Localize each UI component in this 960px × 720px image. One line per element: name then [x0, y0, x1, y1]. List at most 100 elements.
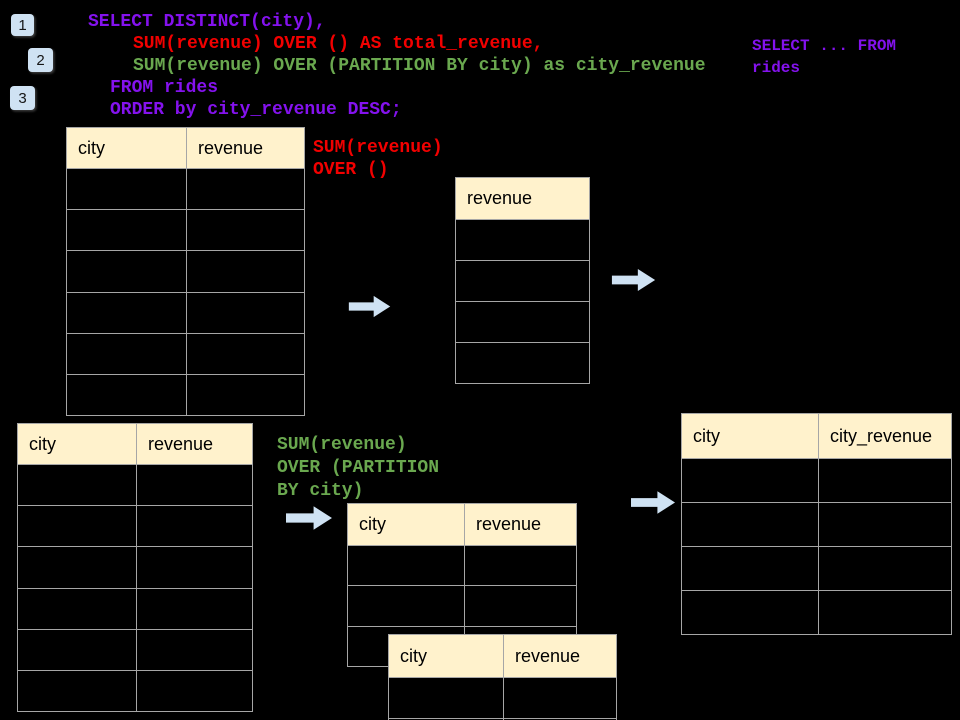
table-cell-empty	[682, 503, 818, 546]
table-row	[456, 260, 589, 301]
arrow-right-icon	[631, 491, 676, 514]
table-row	[18, 464, 252, 506]
step-badge-1: 1	[11, 14, 34, 36]
table-cell-empty	[456, 302, 589, 342]
table-cell-empty	[186, 251, 304, 292]
table-cell-empty	[186, 333, 304, 374]
table-cell-empty	[136, 547, 252, 588]
table-row	[18, 546, 252, 588]
column-header: revenue	[186, 128, 304, 168]
table-row	[456, 342, 589, 383]
table-cell-empty	[818, 547, 951, 590]
sql-line-order: ORDER by city_revenue DESC;	[110, 100, 402, 120]
column-header: revenue	[503, 635, 616, 677]
column-header: city	[359, 514, 386, 534]
partition-step-table-2: city revenue	[388, 634, 617, 720]
partition-step-table-1: city revenue	[347, 503, 577, 667]
table-cell-empty	[186, 292, 304, 333]
table-cell-empty	[18, 671, 136, 711]
table-row	[18, 669, 252, 712]
table-cell-empty	[136, 670, 252, 712]
table-cell-empty	[186, 169, 304, 210]
table-row	[67, 332, 304, 374]
table-cell-empty	[503, 678, 616, 718]
table-row	[682, 546, 951, 590]
table-row	[67, 373, 304, 416]
table-cell-empty	[348, 546, 464, 585]
table-cell-empty	[67, 293, 186, 333]
table-cell-empty	[136, 588, 252, 629]
table-cell-empty	[18, 547, 136, 587]
sql-line-city-revenue: SUM(revenue) OVER (PARTITION BY city) as…	[133, 56, 706, 76]
table-header-row: city revenue	[18, 424, 252, 464]
table-header-row: city revenue	[389, 635, 616, 677]
table-cell-empty	[67, 210, 186, 250]
table-cell-empty	[18, 589, 136, 629]
table-row	[389, 677, 616, 718]
table-cell-empty	[186, 374, 304, 416]
sql-line-from: FROM rides	[110, 78, 219, 98]
step-badge-3: 3	[10, 86, 35, 110]
column-header: city	[78, 137, 105, 158]
table-row	[67, 250, 304, 292]
table-cell-empty	[464, 546, 576, 586]
total-revenue-result-table: revenue	[455, 177, 590, 384]
table-header-row: revenue	[456, 178, 589, 219]
table-cell-empty	[67, 169, 186, 209]
table-row	[18, 628, 252, 670]
table-row	[348, 545, 576, 586]
table-cell-empty	[348, 586, 464, 625]
table-cell-empty	[456, 261, 589, 301]
city-revenue-result-table: city city_revenue	[681, 413, 952, 635]
table-row	[682, 458, 951, 502]
column-header: city	[693, 425, 720, 446]
table-row	[682, 590, 951, 634]
table-row	[67, 209, 304, 251]
arrow-right-icon	[286, 506, 332, 530]
column-header: city	[400, 645, 427, 666]
column-header: revenue	[464, 504, 576, 545]
table-row	[67, 291, 304, 333]
sum-partition-annotation: SUM(revenue) OVER (PARTITION BY city)	[277, 435, 440, 501]
table-header-row: city revenue	[348, 504, 576, 545]
arrow-right-icon	[348, 295, 391, 318]
table-cell-empty	[136, 506, 252, 547]
table-cell-empty	[67, 251, 186, 291]
table-cell-empty	[67, 375, 186, 415]
column-header: city_revenue	[818, 414, 951, 458]
table-header-row: city revenue	[67, 128, 304, 168]
table-row	[348, 585, 576, 626]
table-cell-empty	[682, 591, 818, 634]
table-cell-empty	[818, 591, 951, 634]
sum-over-annotation: SUM(revenue) OVER ()	[313, 138, 443, 180]
rides-source-table-top: city revenue	[66, 127, 305, 416]
table-cell-empty	[818, 459, 951, 502]
rides-source-table-bottom: city revenue	[17, 423, 253, 712]
step-badge-2: 2	[28, 48, 53, 72]
table-row	[18, 505, 252, 547]
table-cell-empty	[682, 547, 818, 590]
select-from-rides-note: SELECT ... FROM rides	[752, 37, 897, 77]
column-header: revenue	[467, 188, 533, 208]
table-cell-empty	[18, 630, 136, 670]
table-cell-empty	[456, 343, 589, 383]
table-cell-empty	[464, 586, 576, 626]
arrow-right-icon	[611, 268, 656, 292]
table-header-row: city city_revenue	[682, 414, 951, 458]
table-row	[456, 301, 589, 342]
table-cell-empty	[456, 220, 589, 260]
table-row	[456, 219, 589, 260]
table-row	[18, 587, 252, 629]
table-cell-empty	[186, 210, 304, 251]
table-cell-empty	[67, 334, 186, 374]
table-cell-empty	[136, 465, 252, 506]
table-cell-empty	[682, 459, 818, 502]
table-row	[682, 502, 951, 546]
table-cell-empty	[389, 678, 503, 718]
table-row	[67, 168, 304, 210]
table-cell-empty	[136, 629, 252, 670]
table-cell-empty	[18, 506, 136, 546]
table-cell-empty	[18, 465, 136, 505]
column-header: city	[29, 433, 56, 454]
